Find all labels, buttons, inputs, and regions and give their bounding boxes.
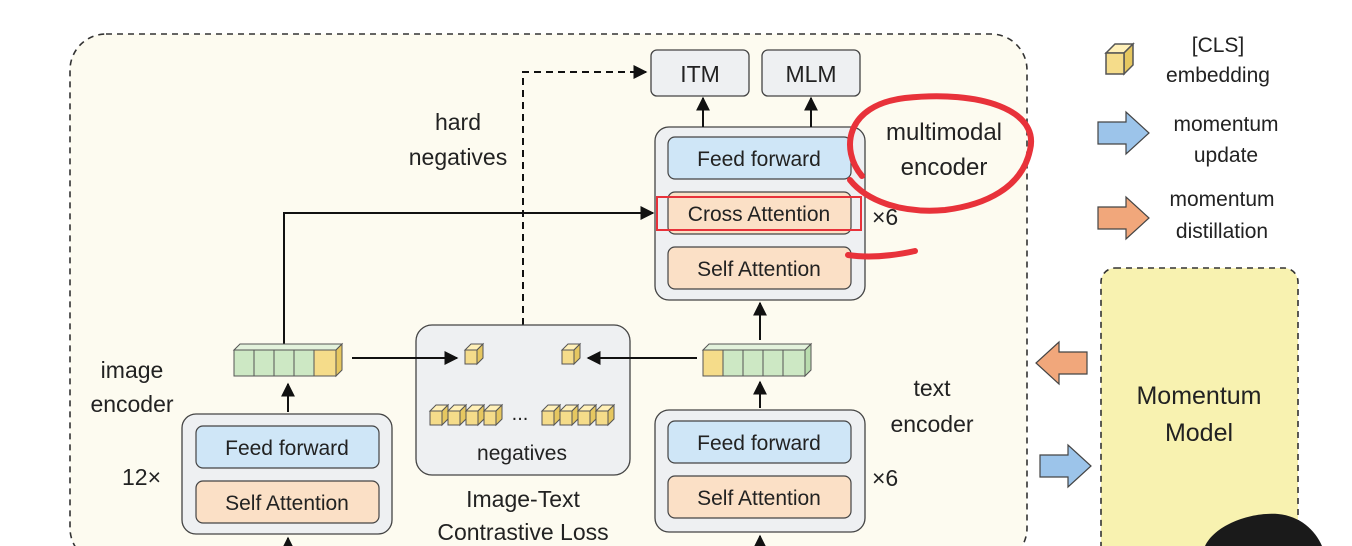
hard-negatives-arrow — [522, 65, 648, 325]
cross-attention-highlight — [656, 196, 862, 231]
text-feed-forward-label: Feed forward — [697, 432, 821, 455]
mlm-head-box — [761, 49, 861, 97]
mlm-head-label: MLM — [785, 61, 836, 87]
image-self-attention-box — [195, 480, 380, 524]
itm-head-box — [650, 49, 750, 97]
image-encoder-label-line2: encoder — [90, 391, 173, 417]
image-to-cross-attention-arrow — [283, 206, 655, 345]
multimodal-encoder-label-line2: encoder — [901, 154, 988, 181]
legend-momentum-update-line2: update — [1194, 144, 1258, 167]
momentum-model-label-line2: Model — [1165, 419, 1233, 447]
image-encoder-repeat: 12× — [122, 464, 161, 490]
corner-dark-shape — [1205, 513, 1322, 546]
contrastive-label-line1: Image-Text — [466, 486, 580, 512]
red-annotation-circle — [847, 93, 1035, 214]
legend-momentum-distillation-arrow-icon — [1097, 195, 1150, 241]
negatives-label: negatives — [477, 442, 567, 465]
legend-cls-label-line2: embedding — [1166, 64, 1270, 87]
hard-negatives-label-line1: hard — [435, 109, 481, 135]
image-feed-forward-box — [195, 425, 380, 469]
contrastive-label-line2: Contrastive Loss — [437, 519, 608, 545]
multimodal-cross-attention-box — [667, 191, 852, 235]
text-self-attention-box — [667, 475, 852, 519]
contrastive-image-cls-cube — [464, 343, 484, 365]
legend-momentum-update-arrow-icon — [1097, 110, 1150, 156]
text-encoder-repeat: ×6 — [872, 465, 898, 491]
momentum-model-panel — [1100, 267, 1299, 546]
multimodal-encoder-label-line1: multimodal — [886, 119, 1002, 146]
image-feed-forward-label: Feed forward — [225, 437, 349, 460]
negative-image-cubes — [429, 404, 503, 426]
multimodal-self-attention-box — [667, 246, 852, 290]
legend-cls-label-line1: [CLS] — [1192, 34, 1245, 57]
multimodal-cross-attention-label: Cross Attention — [688, 203, 830, 226]
negatives-ellipsis: ... — [512, 403, 529, 425]
legend-cls-cube-icon — [1105, 43, 1134, 75]
hard-negatives-label-line2: negatives — [409, 144, 507, 170]
text-encoder-label-line2: encoder — [890, 411, 973, 437]
image-encoder-label-line1: image — [101, 357, 164, 383]
contrastive-text-cls-cube — [561, 343, 581, 365]
multimodal-feed-forward-label: Feed forward — [697, 148, 821, 171]
text-feed-forward-box — [667, 420, 852, 464]
text-feature-tokens — [701, 342, 813, 378]
momentum-update-arrow — [1039, 443, 1092, 489]
itm-head-label: ITM — [680, 61, 720, 87]
legend-momentum-update-line1: momentum — [1173, 113, 1278, 136]
image-feature-tokens — [232, 342, 344, 378]
legend-momentum-distillation-line2: distillation — [1176, 220, 1268, 243]
negative-text-cubes — [541, 404, 615, 426]
red-annotation-stroke — [845, 248, 918, 260]
multimodal-self-attention-label: Self Attention — [697, 258, 821, 281]
momentum-distillation-arrow — [1035, 340, 1088, 386]
image-self-attention-label: Self Attention — [225, 492, 349, 515]
text-encoder-label-line1: text — [913, 375, 951, 401]
momentum-model-label-line1: Momentum — [1136, 382, 1261, 410]
legend-momentum-distillation-line1: momentum — [1169, 188, 1274, 211]
text-self-attention-label: Self Attention — [697, 487, 821, 510]
